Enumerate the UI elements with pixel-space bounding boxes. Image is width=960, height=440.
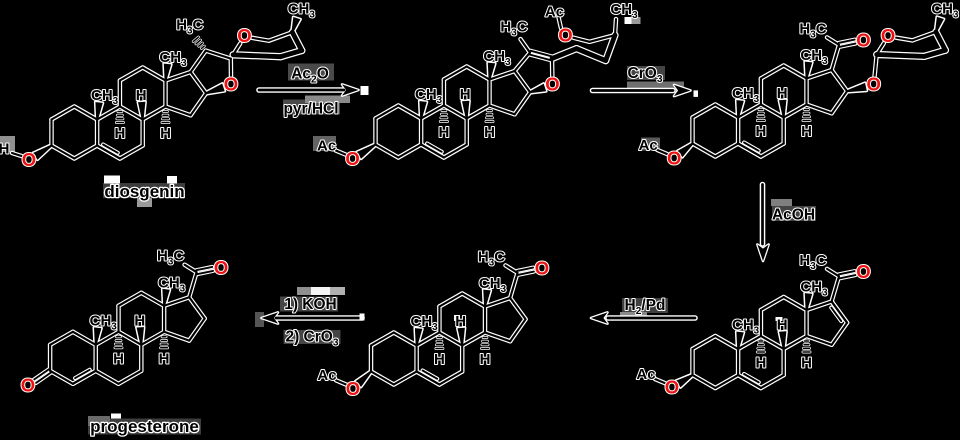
svg-text:CH3​: CH3​	[610, 1, 638, 21]
svg-text:CH3​: CH3​	[800, 47, 828, 67]
svg-text:O: O	[346, 378, 360, 399]
svg-text:diosgenin: diosgenin	[104, 182, 184, 201]
svg-text:O: O	[667, 148, 681, 169]
svg-text:CH3​: CH3​	[159, 49, 187, 69]
svg-text:AcOH: AcOH	[772, 207, 815, 224]
svg-text:H3​C: H3​C	[176, 17, 203, 37]
svg-text:O: O	[21, 375, 35, 396]
svg-text:CH3​: CH3​	[158, 274, 186, 294]
svg-text:O: O	[345, 148, 359, 169]
svg-text:O: O	[237, 25, 251, 46]
svg-text:O: O	[22, 149, 36, 170]
svg-text:CH3​: CH3​	[91, 87, 119, 107]
svg-text:H3​C: H3​C	[799, 20, 826, 40]
svg-text:H: H	[434, 351, 445, 368]
svg-text:H: H	[0, 140, 9, 157]
svg-text:Ac: Ac	[317, 367, 336, 384]
svg-text:H: H	[755, 123, 766, 140]
svg-text:O: O	[214, 257, 228, 278]
svg-text:O: O	[665, 377, 679, 398]
svg-text:H: H	[484, 124, 495, 141]
svg-text:H: H	[801, 123, 812, 140]
svg-text:pyr/HCl: pyr/HCl	[283, 101, 338, 118]
svg-text:Ac: Ac	[639, 137, 658, 154]
svg-text:H: H	[438, 124, 449, 141]
svg-text:H: H	[755, 355, 766, 372]
svg-text:H: H	[460, 86, 471, 103]
svg-text:CH3​: CH3​	[732, 317, 760, 337]
svg-text:H: H	[136, 87, 147, 104]
svg-text:O: O	[881, 25, 895, 46]
svg-text:H3​C: H3​C	[478, 248, 505, 268]
svg-text:O: O	[856, 30, 870, 51]
svg-text:CH3​: CH3​	[288, 1, 316, 21]
svg-text:H: H	[480, 351, 491, 368]
svg-text:CH3​: CH3​	[90, 312, 118, 332]
svg-text:2) CrO3​: 2) CrO3​	[285, 329, 338, 349]
svg-text:H: H	[113, 350, 124, 367]
svg-text:CH3​: CH3​	[411, 313, 439, 333]
svg-text:CH3​: CH3​	[931, 0, 959, 20]
svg-text:CH3​: CH3​	[479, 275, 507, 295]
svg-text:CH3​: CH3​	[483, 48, 511, 68]
svg-text:H: H	[134, 312, 145, 329]
svg-text:H: H	[455, 313, 466, 330]
svg-text:O: O	[224, 73, 238, 94]
svg-text:H3​C: H3​C	[799, 252, 826, 272]
svg-text:H: H	[159, 350, 170, 367]
svg-text:Ac2​O: Ac2​O	[291, 66, 329, 86]
svg-text:O: O	[867, 74, 881, 95]
svg-text:Ac: Ac	[636, 366, 655, 383]
svg-text:H: H	[801, 355, 812, 372]
svg-text:O: O	[856, 261, 870, 282]
svg-text:CrO3​: CrO3​	[628, 65, 663, 85]
svg-text:CH3​: CH3​	[732, 85, 760, 105]
svg-text:H: H	[160, 125, 171, 142]
svg-text:CH3​: CH3​	[415, 86, 443, 106]
svg-text:CH3​: CH3​	[800, 279, 828, 299]
svg-text:H2​/Pd: H2​/Pd	[625, 297, 666, 317]
svg-text:O: O	[558, 24, 572, 45]
svg-text:progesterone: progesterone	[90, 417, 199, 436]
svg-text:1) KOH: 1) KOH	[284, 296, 337, 313]
svg-text:H: H	[114, 125, 125, 142]
svg-text:O: O	[535, 258, 549, 279]
svg-text:H: H	[777, 85, 788, 102]
svg-text:O: O	[545, 74, 559, 95]
svg-text:Ac: Ac	[545, 4, 564, 21]
svg-text:Ac: Ac	[317, 137, 336, 154]
svg-text:H3​C: H3​C	[500, 19, 527, 39]
svg-text:H: H	[777, 317, 788, 334]
svg-text:H3​C: H3​C	[157, 248, 184, 268]
